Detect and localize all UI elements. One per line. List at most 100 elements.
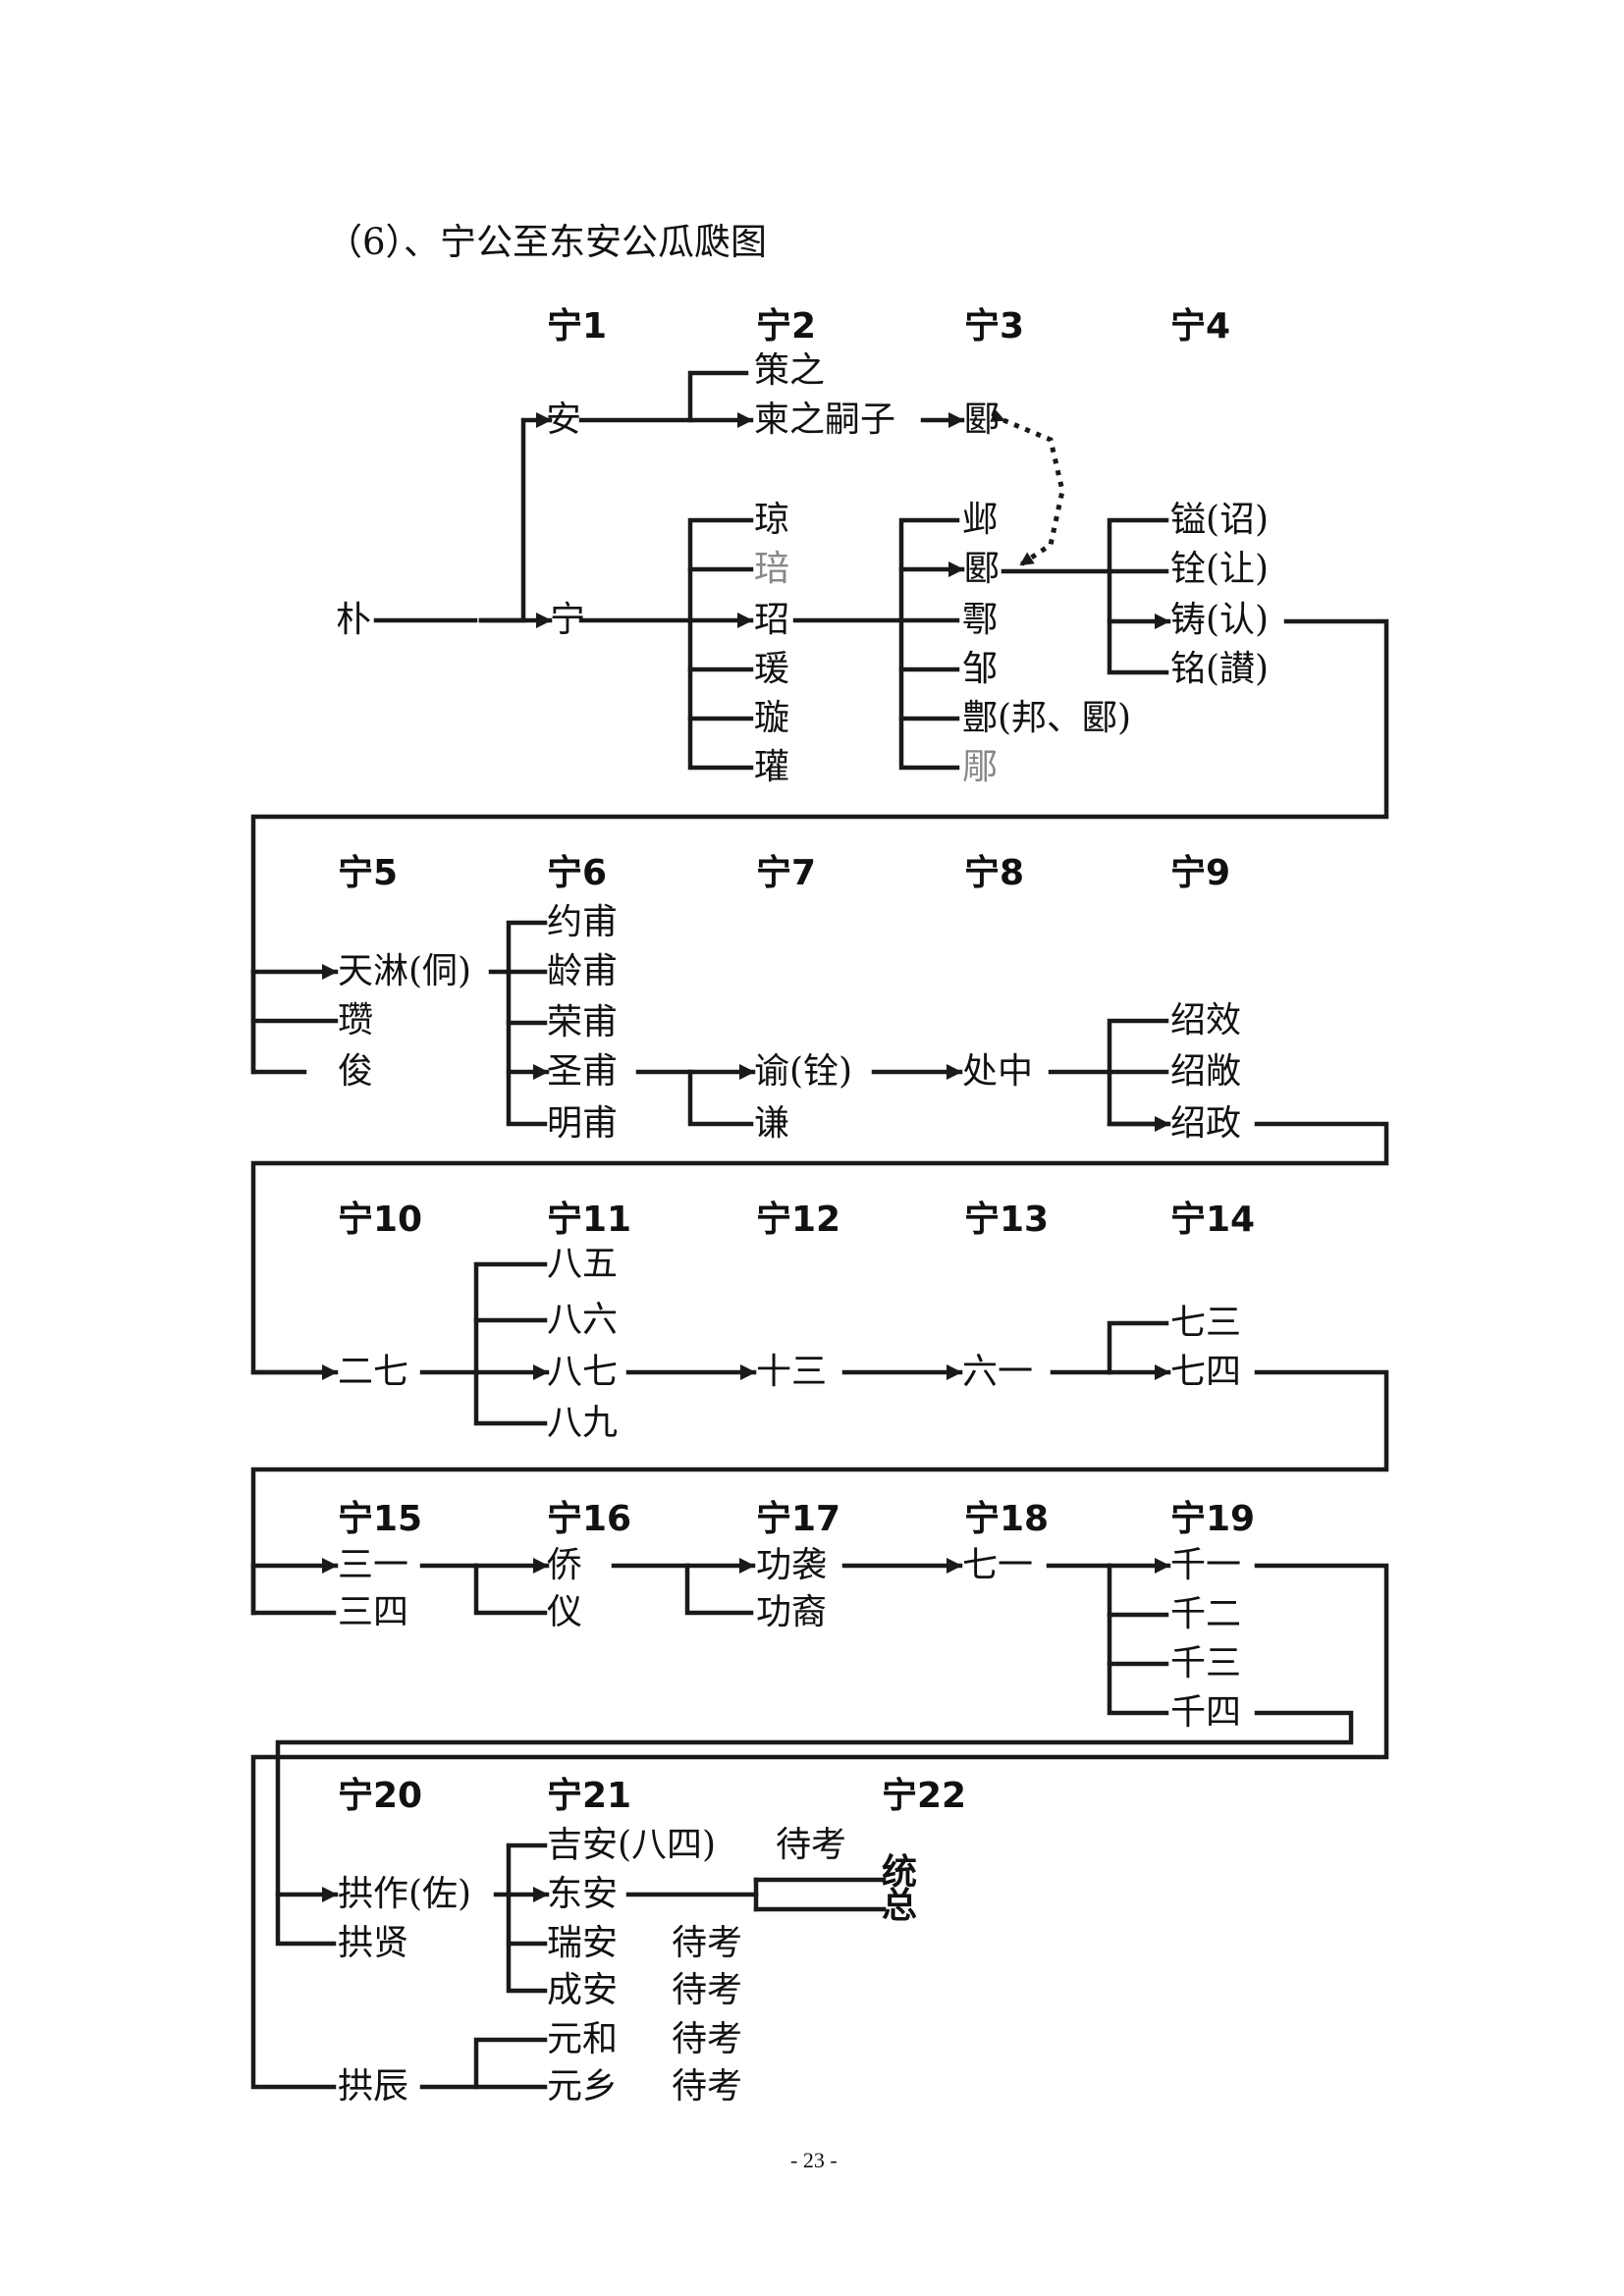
person-name: 琣 (754, 549, 790, 589)
person-name: 功袭 (756, 1545, 828, 1585)
connector-line (687, 1069, 754, 1127)
person-name: 铸(认) (1170, 600, 1270, 640)
person-name: 铨(让) (1170, 549, 1270, 589)
generation-label: 宁5 (338, 853, 399, 893)
person-name: 拱贤 (338, 1923, 409, 1963)
generation-label: 宁12 (756, 1200, 841, 1240)
connector-line (898, 517, 960, 771)
person-name: 明甫 (547, 1103, 619, 1144)
page-title: （6）、宁公至东安公瓜瓞图 (326, 221, 768, 263)
person-name: 拱作(佐) (338, 1874, 472, 1914)
generation-label: 宁13 (964, 1200, 1050, 1240)
generation-label: 宁1 (547, 306, 608, 347)
person-name: 绍政 (1170, 1103, 1242, 1144)
person-name: 荣甫 (547, 1002, 619, 1042)
generation-label: 宁2 (756, 306, 817, 347)
connector-line (473, 2037, 548, 2090)
generation-label: 宁16 (547, 1499, 632, 1539)
person-name: 七一 (962, 1545, 1034, 1585)
person-name: 郮 (962, 747, 999, 787)
generation-label: 宁9 (1170, 853, 1231, 893)
person-name: 铭(讃) (1170, 649, 1270, 689)
person-name: 策之 (754, 350, 826, 391)
person-name: 十三 (756, 1352, 828, 1392)
page-number: - 23 - (790, 2148, 838, 2172)
generation-label: 宁18 (964, 1499, 1050, 1539)
connector-line (473, 1563, 548, 1616)
person-name: 六一 (962, 1352, 1034, 1392)
person-name: 成安 (547, 1970, 619, 2010)
person-name: 璇 (754, 698, 790, 738)
person-name: 东安 (547, 1874, 619, 1914)
generation-label: 宁6 (547, 853, 608, 893)
person-name: 谦 (754, 1103, 790, 1144)
person-name: 千三 (1170, 1643, 1242, 1683)
dotted-link (990, 408, 1065, 567)
generation-label: 宁3 (964, 306, 1025, 347)
connector-line (1107, 1320, 1169, 1375)
connector-line (1107, 1563, 1169, 1716)
generation-label: 宁21 (547, 1776, 632, 1816)
person-name: 三一 (338, 1545, 409, 1585)
person-name: 柬之嗣子 (754, 400, 896, 440)
note-label: 待考 (672, 2019, 743, 2059)
person-name: 瓒 (338, 1000, 374, 1041)
person-name: 邺 (962, 500, 999, 540)
note-label: 待考 (672, 1923, 743, 1963)
person-name: 功裔 (756, 1592, 828, 1632)
generation-label: 宁20 (338, 1776, 423, 1816)
person-name: 二七 (338, 1352, 409, 1392)
generation-label: 宁15 (338, 1499, 423, 1539)
person-name: 八五 (547, 1244, 619, 1284)
person-name: 八七 (547, 1352, 619, 1392)
person-name: 安 (546, 400, 582, 440)
summary-label: 统总 (882, 1851, 918, 1926)
person-name: 郾 (964, 549, 1001, 589)
person-name: 瓘 (754, 747, 790, 787)
person-name: 七三 (1170, 1303, 1242, 1343)
person-name: 八六 (547, 1300, 619, 1340)
person-name: 三四 (338, 1592, 409, 1632)
person-name: 元乡 (547, 2066, 619, 2107)
connector-line (687, 517, 754, 771)
generation-label: 宁19 (1170, 1499, 1256, 1539)
person-name: 镒(诏) (1170, 500, 1270, 540)
connector-line (578, 370, 749, 423)
person-name: 谕(铨) (754, 1051, 853, 1092)
person-name: 处中 (962, 1051, 1034, 1092)
person-name: 千二 (1170, 1594, 1242, 1634)
generation-label: 宁22 (882, 1776, 967, 1816)
person-name: 朴 (336, 600, 372, 640)
generation-label: 宁10 (338, 1200, 423, 1240)
person-name: 拱辰 (338, 2066, 409, 2107)
person-name: 侨 (547, 1545, 583, 1585)
person-name: 鄠 (962, 600, 999, 640)
person-name: 宁 (550, 600, 586, 640)
person-name: 圣甫 (547, 1051, 619, 1092)
person-name: 天淋(侗) (338, 951, 472, 991)
person-name: 千四 (1170, 1692, 1242, 1733)
generation-label: 宁7 (756, 853, 817, 893)
person-name: 仪 (547, 1592, 583, 1632)
person-name: 八九 (547, 1403, 619, 1443)
generation-label: 宁11 (547, 1200, 632, 1240)
connector-line (506, 1842, 548, 1994)
generation-label: 宁14 (1170, 1200, 1256, 1240)
person-name: 七四 (1170, 1352, 1242, 1392)
person-name: 鄷(邦、郾) (962, 698, 1132, 738)
person-name: 瑞安 (547, 1923, 619, 1963)
person-name: 俊 (338, 1051, 374, 1092)
person-name: 玿 (754, 600, 790, 640)
note-label: 待考 (672, 1970, 743, 2010)
generation-label: 宁4 (1170, 306, 1231, 347)
person-name: 吉安(八四) (547, 1825, 717, 1865)
person-name: 琼 (754, 500, 790, 540)
person-name: 约甫 (547, 902, 619, 942)
connector-line (684, 1563, 754, 1616)
person-name: 元和 (547, 2019, 619, 2059)
connector-line (250, 1563, 1389, 2090)
person-name: 绍敞 (1170, 1051, 1242, 1092)
connector-line (1107, 517, 1169, 675)
generation-label: 宁17 (756, 1499, 841, 1539)
